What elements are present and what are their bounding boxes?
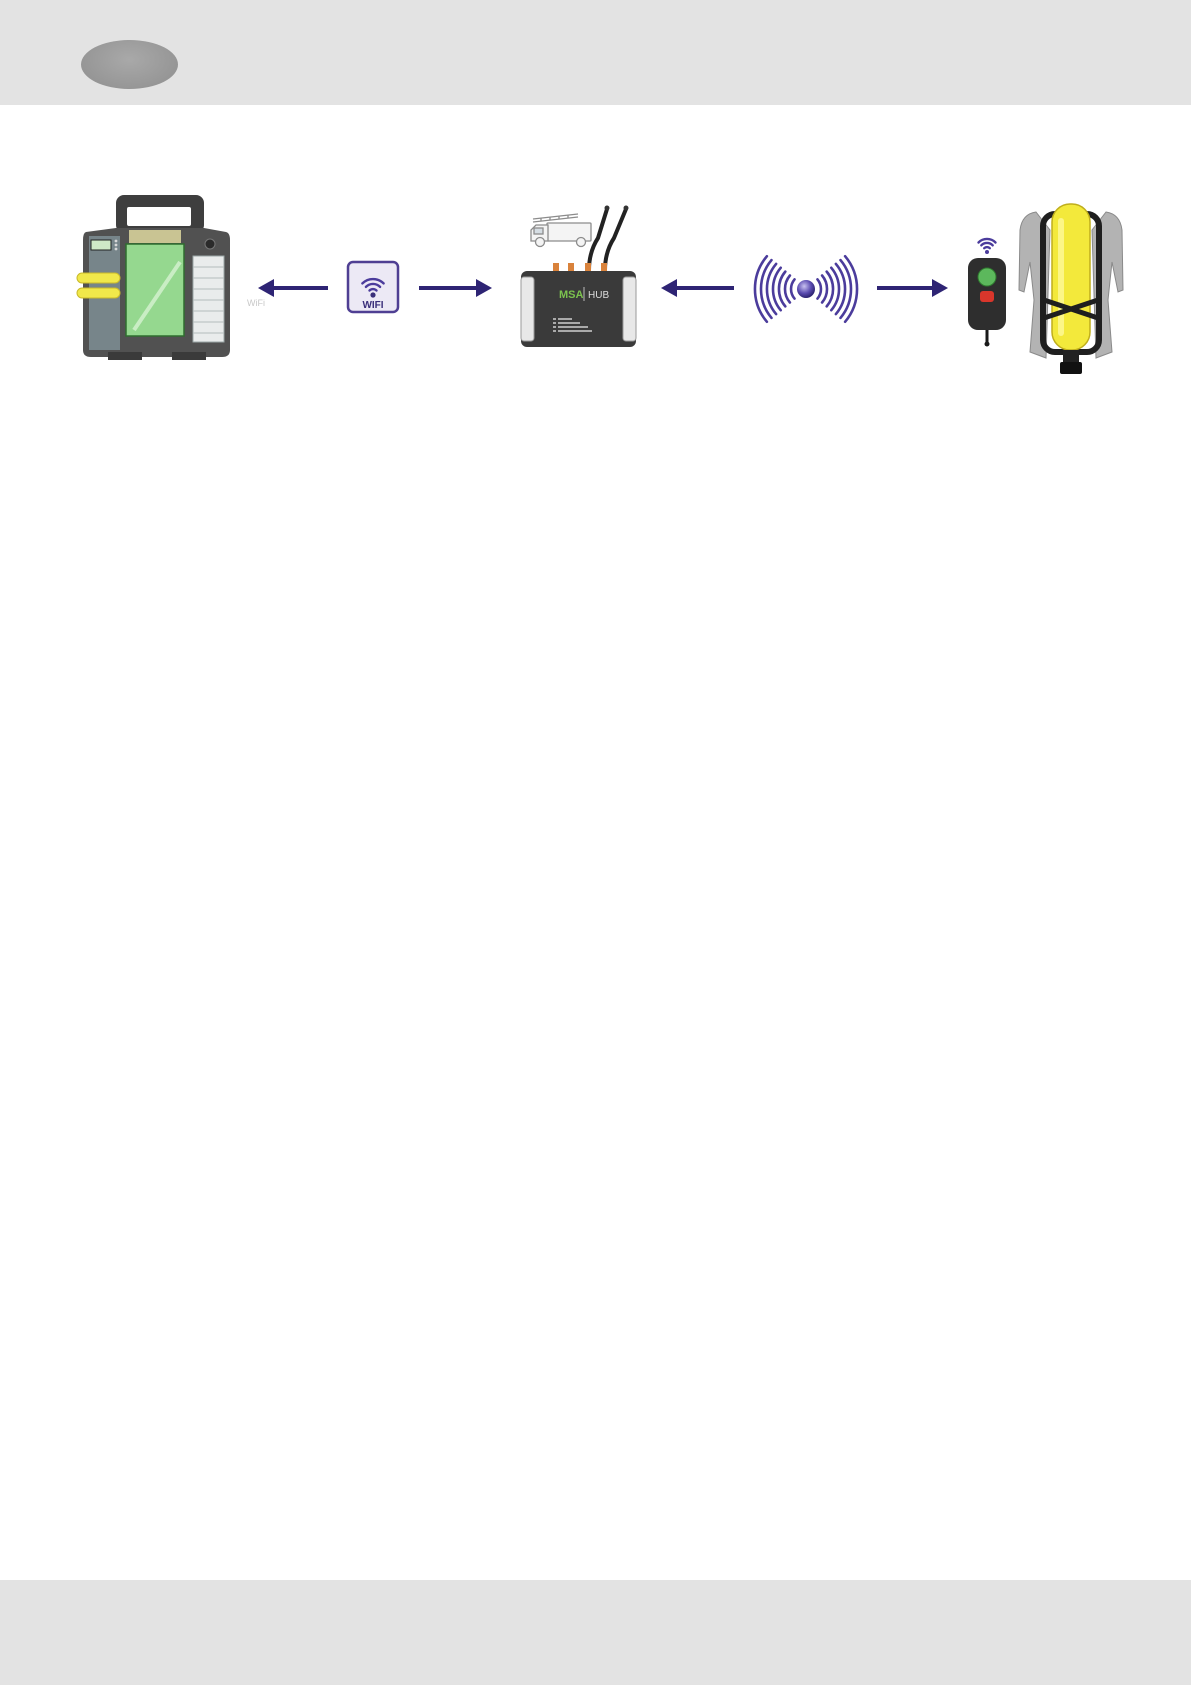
hub-label: HUB bbox=[588, 290, 609, 301]
wifi-icon-label: WIFI bbox=[362, 300, 383, 311]
transmitter-green-button bbox=[978, 268, 996, 286]
air-cylinder bbox=[1052, 204, 1090, 350]
section-marker-oval bbox=[81, 40, 178, 89]
board-knob bbox=[205, 239, 215, 249]
cylinder-valve bbox=[1063, 350, 1079, 362]
fire-truck-icon bbox=[531, 214, 591, 247]
hub-end-cap-left bbox=[521, 277, 534, 341]
transmitter-wifi-arc bbox=[984, 247, 990, 248]
board-foot-left bbox=[108, 352, 142, 360]
board-handle-window bbox=[127, 207, 191, 226]
board-green-screen bbox=[126, 244, 184, 336]
transmitter-remote-icon bbox=[968, 239, 1006, 347]
arrow-right-to-transmitter bbox=[877, 279, 948, 297]
wifi-icon: WIFI bbox=[348, 262, 398, 312]
hub-brand-logo: MSA bbox=[559, 289, 584, 301]
board-right-panel bbox=[193, 256, 224, 342]
board-yellow-tag bbox=[77, 288, 120, 298]
arrow-left-to-board bbox=[258, 279, 328, 297]
air-cylinder-highlight bbox=[1058, 218, 1064, 336]
transmitter-wifi-arc bbox=[981, 243, 992, 245]
board-yellow-tag bbox=[77, 273, 120, 283]
transmitter-cable-end bbox=[985, 342, 990, 347]
board-indicator-dot bbox=[115, 244, 118, 247]
hub-body bbox=[521, 271, 636, 347]
board-indicator-dot bbox=[115, 240, 118, 243]
radio-wave-left-arc bbox=[785, 276, 790, 303]
entry-control-board-icon bbox=[77, 195, 230, 360]
arrow-left-to-hub bbox=[661, 279, 734, 297]
hub-antenna-tip bbox=[605, 206, 610, 211]
radio-wave-right-arc bbox=[822, 276, 827, 303]
radio-signal-sphere bbox=[797, 280, 815, 298]
wifi-caption: WiFi bbox=[247, 298, 265, 308]
header-band bbox=[0, 0, 1191, 105]
radio-wave-left-arc bbox=[767, 264, 776, 314]
board-beige-strip bbox=[129, 230, 181, 243]
hub-antenna-tip bbox=[624, 206, 629, 211]
footer-band bbox=[0, 1580, 1191, 1685]
radio-wave-right-arc bbox=[818, 279, 821, 298]
radio-wave-left-arc bbox=[791, 279, 794, 298]
board-indicator-dot bbox=[115, 248, 118, 251]
breathing-apparatus-icon bbox=[1019, 204, 1123, 374]
hub-antenna bbox=[605, 209, 626, 270]
cylinder-valve-base bbox=[1060, 362, 1082, 374]
arrow-right-to-hub bbox=[419, 279, 492, 297]
system-connection-diagram: WiFi WIFI bbox=[0, 185, 1191, 385]
radio-wave-right-arc bbox=[836, 264, 845, 314]
wifi-dot bbox=[370, 292, 375, 297]
board-lcd-display bbox=[91, 240, 111, 250]
board-foot-right bbox=[172, 352, 206, 360]
transmitter-red-button bbox=[980, 291, 994, 302]
radio-signal-icon bbox=[755, 256, 857, 322]
transmitter-wifi-dot bbox=[985, 250, 989, 254]
hub-end-cap-right bbox=[623, 277, 636, 341]
